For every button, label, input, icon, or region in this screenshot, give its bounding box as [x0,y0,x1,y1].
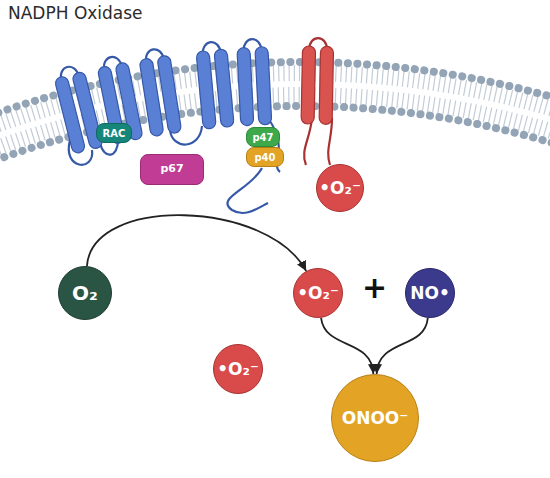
protein-tail [227,168,268,213]
protein-tail [328,118,332,165]
lipid-heads [0,62,550,478]
helix-pair [52,63,103,154]
reaction-arrow [87,215,306,271]
node-label: RAC [103,128,126,139]
helix-pair [138,47,182,137]
superoxide-circle: •O₂⁻ [316,164,364,212]
helix-pair [195,41,234,130]
peroxynitrite-circle: ONOO⁻ [331,374,419,462]
node-label: •O₂⁻ [319,179,361,198]
node-label: p40 [254,152,275,163]
node-label: p67 [160,163,183,175]
reaction-arrow [321,318,373,374]
node-label: O₂ [72,282,98,304]
helix-pair [301,38,334,125]
superoxide-circle: •O₂⁻ [213,344,263,394]
lipid-tails [0,95,550,478]
subunit-box: p67 [140,154,204,185]
oxygen-circle: O₂ [58,266,112,320]
lipid-heads [0,106,550,478]
node-label: •O₂⁻ [217,360,259,379]
protein-tail [304,118,312,165]
diagram-title: NADPH Oxidase [8,3,143,23]
superoxide-circle: •O₂⁻ [293,268,343,318]
node-label: ONOO⁻ [342,409,409,428]
helix-pair [237,38,272,125]
subunit-box: p47 [246,127,280,147]
node-label: NO• [410,284,450,303]
helix-pair [96,54,144,144]
node-label: p47 [252,132,273,143]
subunit-box: p40 [246,147,284,167]
reaction-arrow [377,318,428,374]
node-label: •O₂⁻ [297,284,339,303]
plus-sign: + [362,270,387,305]
lipid-tails [0,73,550,478]
subunit-box: RAC [96,123,132,143]
nitric-oxide-circle: NO• [405,268,455,318]
